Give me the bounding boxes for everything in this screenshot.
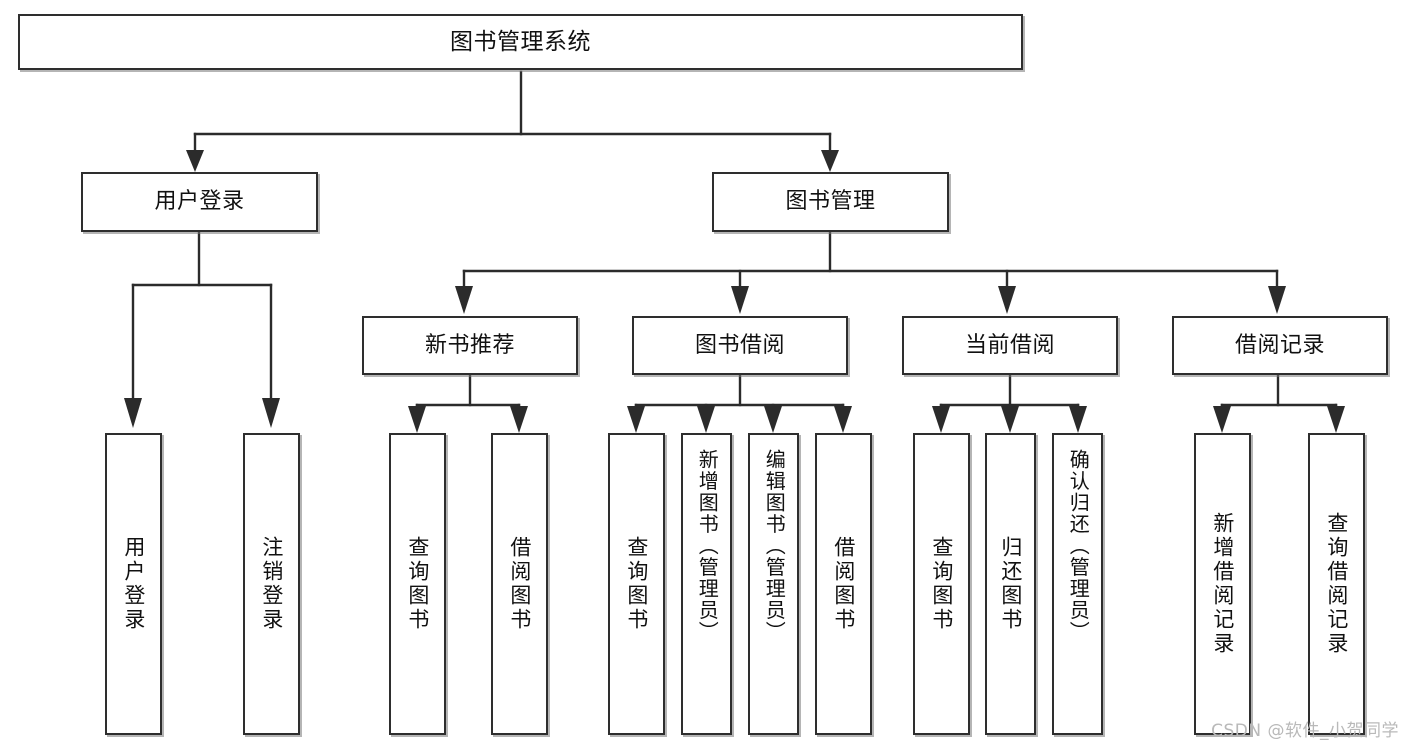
arrow-leaf-logout bbox=[262, 398, 280, 428]
node-leaf-add-record-label: 新增借阅记录 bbox=[1210, 512, 1235, 656]
node-book-borrow-label: 图书借阅 bbox=[694, 332, 785, 358]
node-book-borrow[interactable]: 图书借阅 bbox=[632, 316, 848, 375]
arrow-new-book-recommend bbox=[455, 286, 473, 314]
node-current-borrow-label: 当前借阅 bbox=[964, 332, 1055, 358]
node-leaf-add-book[interactable]: 新增图书（管理员） bbox=[681, 433, 732, 735]
node-leaf-edit-book-label: 编辑图书（管理员） bbox=[762, 449, 787, 643]
arrow-leaf-query-book-3 bbox=[932, 406, 950, 433]
arrow-leaf-borrow-book-2 bbox=[834, 406, 852, 433]
node-leaf-logout[interactable]: 注销登录 bbox=[243, 433, 300, 735]
arrow-book-borrow bbox=[731, 286, 749, 314]
arrow-leaf-query-book-2 bbox=[627, 406, 645, 433]
node-leaf-return-book[interactable]: 归还图书 bbox=[985, 433, 1036, 735]
arrow-leaf-query-record bbox=[1327, 406, 1345, 433]
arrow-leaf-return-book bbox=[1001, 406, 1019, 433]
arrow-leaf-query-book-1 bbox=[408, 406, 426, 433]
node-book-manage[interactable]: 图书管理 bbox=[712, 172, 949, 232]
node-current-borrow[interactable]: 当前借阅 bbox=[902, 316, 1118, 375]
node-leaf-logout-label: 注销登录 bbox=[259, 536, 284, 632]
node-borrow-record-label: 借阅记录 bbox=[1234, 332, 1325, 358]
node-leaf-query-book-3[interactable]: 查询图书 bbox=[913, 433, 970, 735]
node-leaf-confirm-return[interactable]: 确认归还（管理员） bbox=[1052, 433, 1103, 735]
arrow-leaf-confirm-return bbox=[1069, 406, 1087, 433]
node-user-login[interactable]: 用户登录 bbox=[81, 172, 318, 232]
arrow-user-login bbox=[186, 150, 204, 172]
node-book-manage-label: 图书管理 bbox=[785, 189, 876, 215]
node-leaf-borrow-book-1[interactable]: 借阅图书 bbox=[491, 433, 548, 735]
node-root-label: 图书管理系统 bbox=[450, 28, 591, 55]
node-leaf-query-record[interactable]: 查询借阅记录 bbox=[1308, 433, 1365, 735]
node-new-book-recommend-label: 新书推荐 bbox=[424, 332, 515, 358]
arrow-current-borrow bbox=[998, 286, 1016, 314]
node-leaf-add-book-label: 新增图书（管理员） bbox=[695, 449, 720, 643]
node-leaf-borrow-book-2[interactable]: 借阅图书 bbox=[815, 433, 872, 735]
node-leaf-edit-book[interactable]: 编辑图书（管理员） bbox=[748, 433, 799, 735]
node-leaf-return-book-label: 归还图书 bbox=[998, 536, 1023, 632]
node-leaf-add-record[interactable]: 新增借阅记录 bbox=[1194, 433, 1251, 735]
node-root[interactable]: 图书管理系统 bbox=[18, 14, 1023, 70]
watermark: CSDN @软件_小贺同学 bbox=[1211, 721, 1399, 741]
arrow-leaf-edit-book bbox=[764, 406, 782, 433]
node-leaf-query-book-3-label: 查询图书 bbox=[929, 536, 954, 632]
node-leaf-query-book-1[interactable]: 查询图书 bbox=[389, 433, 446, 735]
node-new-book-recommend[interactable]: 新书推荐 bbox=[362, 316, 578, 375]
node-leaf-borrow-book-1-label: 借阅图书 bbox=[507, 536, 532, 632]
arrow-leaf-add-record bbox=[1213, 406, 1231, 433]
node-leaf-borrow-book-2-label: 借阅图书 bbox=[831, 536, 856, 632]
arrow-book-manage bbox=[821, 150, 839, 172]
arrow-leaf-add-book bbox=[697, 406, 715, 433]
arrow-borrow-record bbox=[1268, 286, 1286, 314]
arrow-leaf-borrow-book-1 bbox=[510, 406, 528, 433]
node-leaf-query-book-2-label: 查询图书 bbox=[624, 536, 649, 632]
node-user-login-label: 用户登录 bbox=[154, 189, 245, 215]
node-leaf-user-login-label: 用户登录 bbox=[121, 536, 146, 632]
node-leaf-confirm-return-label: 确认归还（管理员） bbox=[1066, 449, 1091, 643]
node-leaf-user-login[interactable]: 用户登录 bbox=[105, 433, 162, 735]
arrow-leaf-user-login bbox=[124, 398, 142, 428]
node-borrow-record[interactable]: 借阅记录 bbox=[1172, 316, 1388, 375]
node-leaf-query-record-label: 查询借阅记录 bbox=[1324, 512, 1349, 656]
node-leaf-query-book-1-label: 查询图书 bbox=[405, 536, 430, 632]
node-leaf-query-book-2[interactable]: 查询图书 bbox=[608, 433, 665, 735]
